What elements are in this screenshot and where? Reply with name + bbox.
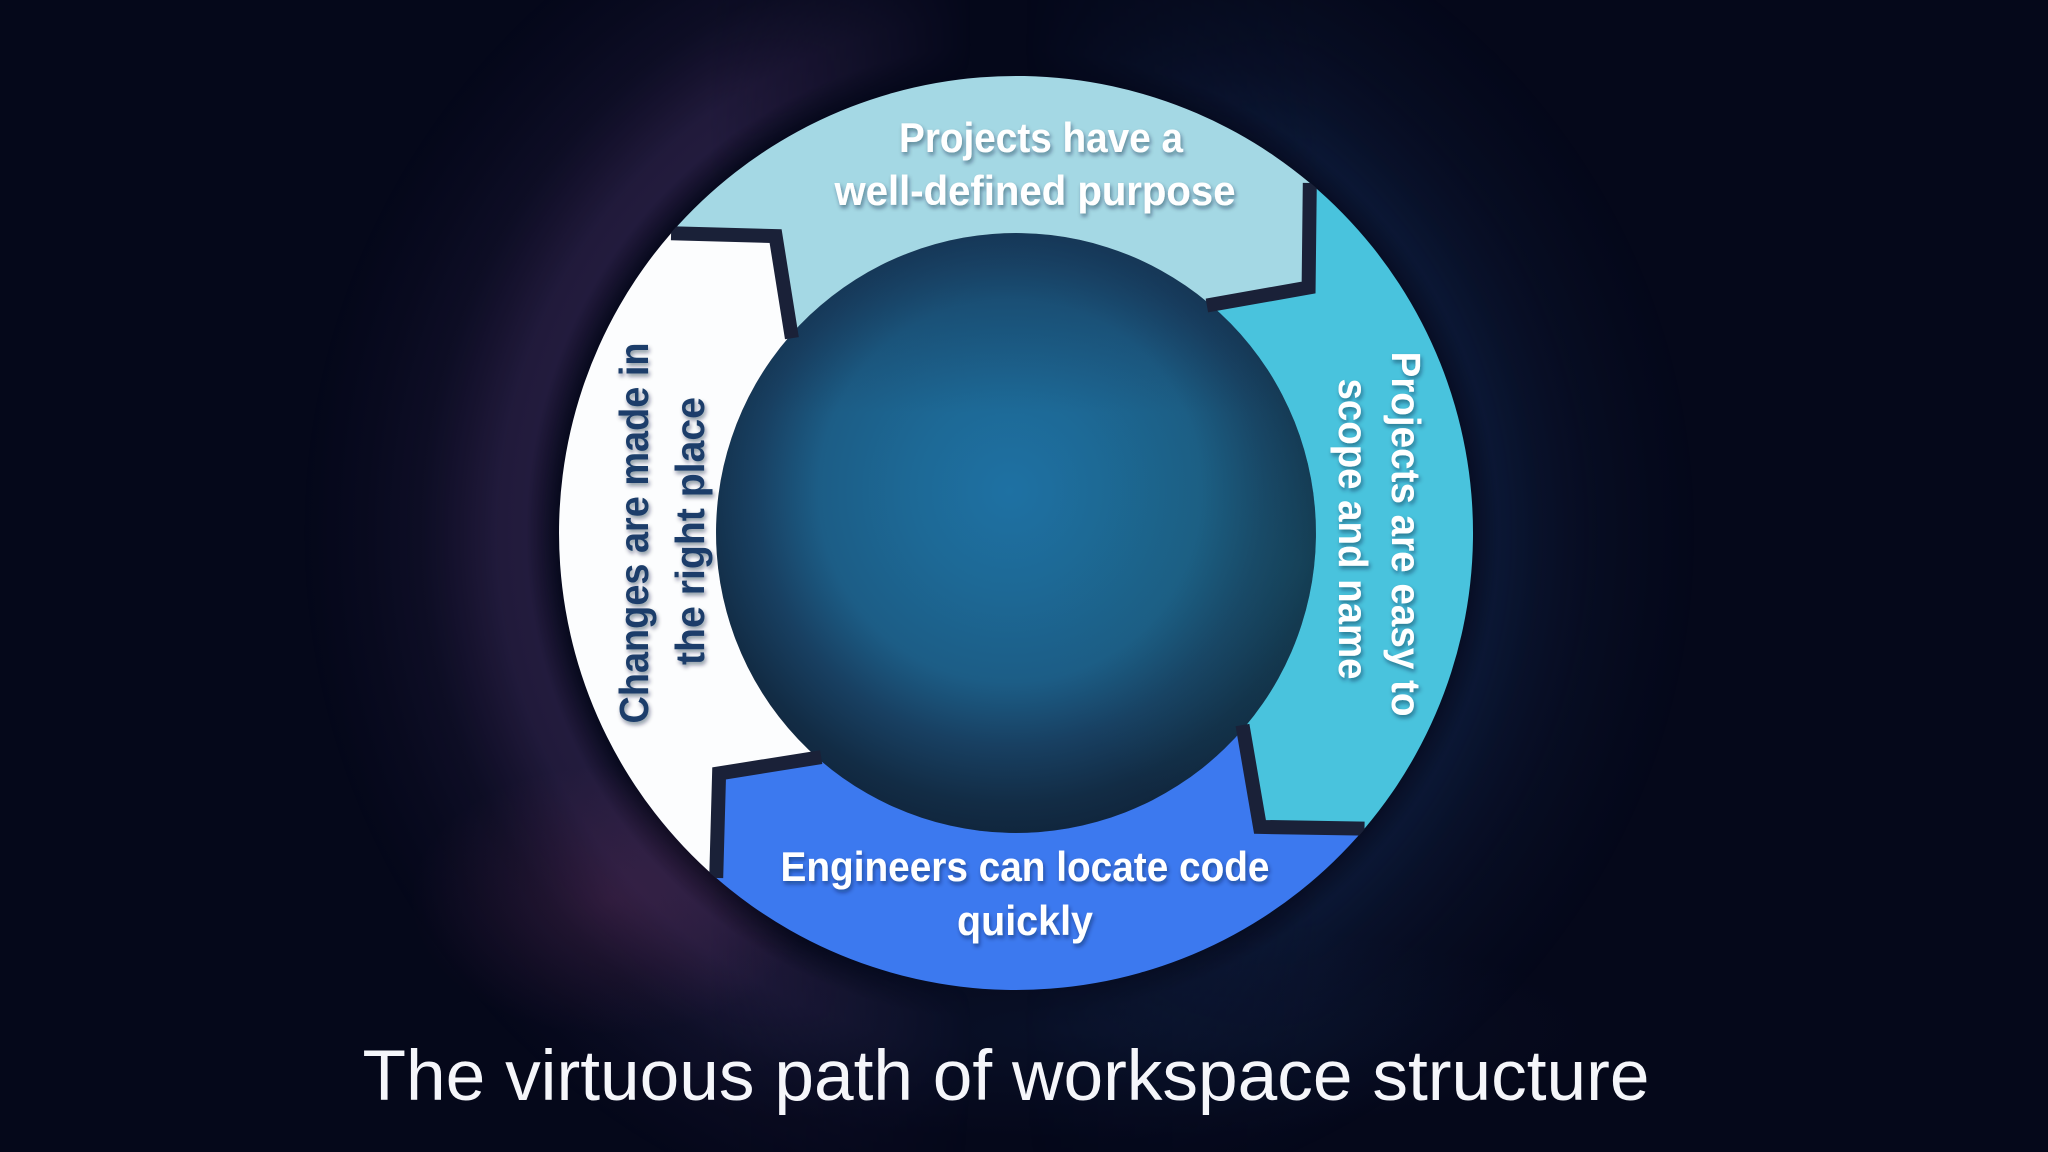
svg-text:the right place: the right place xyxy=(667,397,713,665)
svg-text:Engineers can locate code: Engineers can locate code xyxy=(781,843,1270,890)
svg-text:Changes are made in: Changes are made in xyxy=(611,343,657,724)
svg-text:quickly: quickly xyxy=(957,897,1094,944)
svg-text:scope and name: scope and name xyxy=(1330,379,1376,680)
svg-text:Projects are easy to: Projects are easy to xyxy=(1383,352,1429,717)
svg-text:well-defined purpose: well-defined purpose xyxy=(834,167,1236,214)
svg-text:Projects have a: Projects have a xyxy=(899,114,1184,161)
svg-text:The virtuous path of workspace: The virtuous path of workspace structure xyxy=(363,1037,1650,1116)
